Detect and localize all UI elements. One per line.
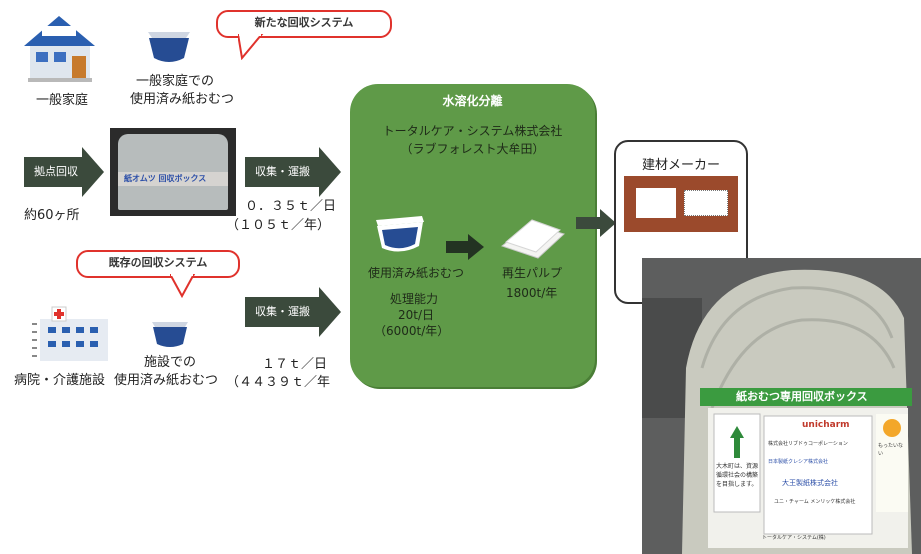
box-sign: 紙オムツ 回収ボックス bbox=[124, 174, 207, 183]
to-manufacturer-arrow bbox=[576, 209, 616, 241]
recycling-plant-panel: 水溶化分離 トータルケア・システム株式会社 （ラブフォレスト大牟田） 使用済み紙… bbox=[350, 84, 595, 387]
collection-box-image: 紙オムツ 回収ボックス bbox=[110, 128, 236, 216]
plant-company-1: トータルケア・システム株式会社 bbox=[382, 124, 563, 138]
output-label: 再生パルプ bbox=[502, 266, 563, 280]
output-yearly: 1800t/年 bbox=[506, 286, 558, 300]
input-label: 使用済み紙おむつ bbox=[368, 266, 465, 280]
plant-title: 水溶化分離 bbox=[442, 94, 503, 108]
photo-box-title: 紙おむつ専用回収ボックス bbox=[736, 390, 868, 403]
transport-arrow-new-head bbox=[319, 147, 341, 197]
building-material-sample bbox=[624, 176, 738, 232]
facility-diapers-label-2: 使用済み紙おむつ bbox=[114, 373, 219, 388]
depot-arrow: 拠点回収 bbox=[24, 157, 82, 187]
new-yearly-amount: （１０５ｔ／年） bbox=[226, 218, 331, 233]
diaper-stack-icon bbox=[374, 214, 426, 262]
transport-arrow-existing-head bbox=[319, 287, 341, 337]
diaper-icon bbox=[146, 28, 192, 68]
household-diapers-label-2: 使用済み紙おむつ bbox=[130, 92, 235, 107]
hospital-label: 病院・介護施設 bbox=[14, 373, 106, 388]
callout-tail-2 bbox=[168, 272, 200, 304]
photo-sponsor-5: ユニ・チャーム メンリッケ株式会社 bbox=[774, 499, 856, 505]
callout-tail bbox=[236, 32, 268, 64]
transport-label-existing: 収集・運搬 bbox=[255, 305, 310, 318]
process-arrow bbox=[446, 234, 484, 264]
collection-box-photo: 紙おむつ専用回収ボックス unicharm 株式会社リブドゥコーポレーション 日… bbox=[642, 258, 921, 554]
pulp-icon bbox=[500, 216, 566, 264]
manufacturer-label: 建材メーカー bbox=[641, 158, 720, 173]
hospital-icon bbox=[32, 305, 110, 363]
photo-sponsor-4: 大王製紙株式会社 bbox=[782, 479, 838, 487]
capacity-label: 処理能力 bbox=[390, 292, 439, 306]
household-diapers-label-1: 一般家庭での bbox=[136, 74, 215, 89]
house-icon bbox=[22, 12, 97, 84]
existing-daily-amount: １７ｔ／日 bbox=[262, 357, 328, 372]
existing-system-callout: 既存の回収システム bbox=[76, 250, 240, 278]
depot-arrow-head bbox=[82, 147, 104, 197]
capacity-daily: 20t/日 bbox=[398, 308, 435, 322]
photo-sponsor-3: 日本製紙クレシア株式会社 bbox=[768, 459, 829, 465]
facility-diapers-label-1: 施設での bbox=[144, 355, 197, 370]
photo-sponsor-1: unicharm bbox=[802, 420, 850, 430]
plant-company-2: （ラブフォレスト大牟田） bbox=[400, 142, 545, 156]
depot-arrow-label: 拠点回収 bbox=[34, 165, 78, 178]
transport-arrow-existing: 収集・運搬 bbox=[245, 297, 319, 327]
photo-sponsor-2: 株式会社リブドゥコーポレーション bbox=[768, 441, 848, 447]
new-system-callout: 新たな回収システム bbox=[216, 10, 392, 38]
new-daily-amount: ０．３５ｔ／日 bbox=[245, 199, 337, 214]
household-label: 一般家庭 bbox=[36, 93, 89, 108]
photo-footer: トータルケア・システム(株) bbox=[762, 535, 826, 541]
transport-arrow-new: 収集・運搬 bbox=[245, 157, 319, 187]
capacity-yearly: （6000t/年） bbox=[374, 324, 450, 338]
diaper-icon bbox=[150, 318, 190, 354]
photo-side-text-left: 大木町は、資源循環社会の構築を目指します。 bbox=[716, 463, 759, 488]
photo-side-text-right: もったいない bbox=[878, 443, 904, 457]
existing-yearly-amount: （４４３９ｔ／年 bbox=[226, 375, 331, 390]
depot-count: 約60ヶ所 bbox=[24, 208, 80, 223]
transport-label-new: 収集・運搬 bbox=[255, 165, 310, 178]
